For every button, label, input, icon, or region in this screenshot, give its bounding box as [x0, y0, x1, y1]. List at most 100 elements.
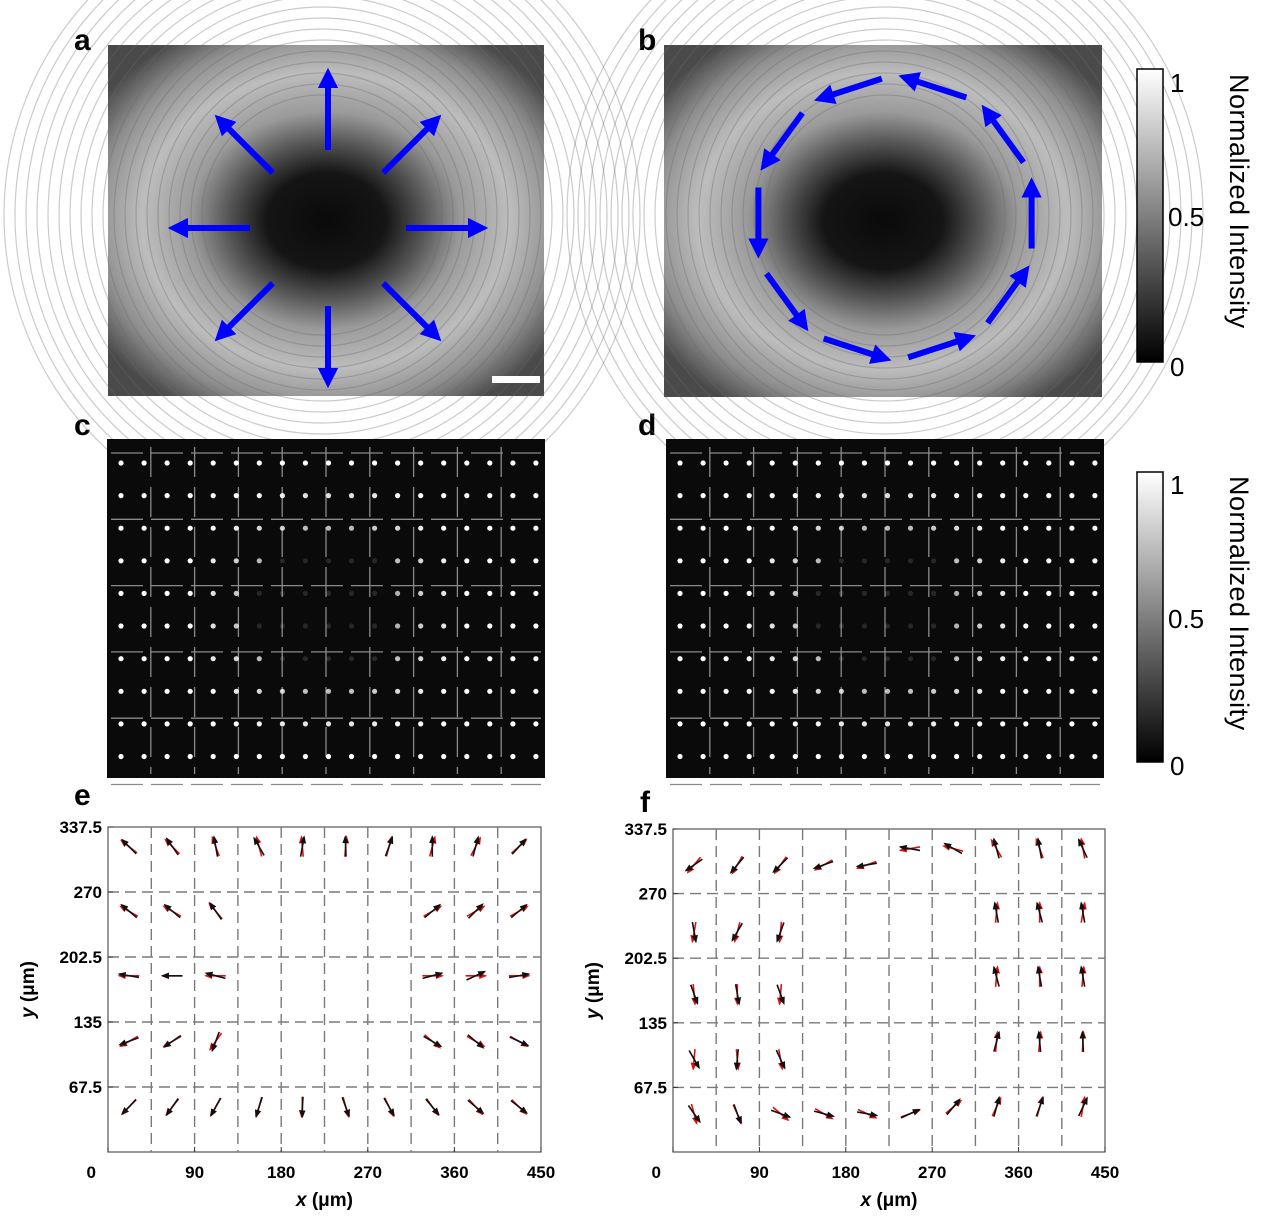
- focal-spot: [838, 623, 845, 629]
- focal-spot: [954, 721, 960, 727]
- black-vector: [689, 984, 699, 1006]
- focal-spot: [1069, 558, 1075, 564]
- focal-spot: [931, 460, 937, 466]
- focal-spot: [256, 721, 262, 727]
- focal-spot: [302, 688, 308, 694]
- focal-spot: [1092, 525, 1098, 531]
- colorbar-tick-half: 0.5: [1168, 202, 1204, 232]
- black-vector: [1079, 965, 1086, 987]
- x-tick-label: 90: [750, 1163, 769, 1182]
- focal-spot: [1069, 460, 1075, 466]
- x-axis-label: x (μm): [859, 1190, 917, 1211]
- x-tick-label: 180: [832, 1163, 860, 1182]
- focal-spot: [792, 721, 798, 727]
- focal-spot: [187, 656, 193, 662]
- focal-spot: [700, 688, 706, 694]
- focal-spot: [533, 721, 539, 727]
- focal-spot: [677, 558, 683, 564]
- focal-spot: [1023, 688, 1029, 694]
- black-vector: [209, 1097, 222, 1117]
- radial-arrow: [381, 114, 442, 175]
- focal-spot: [233, 525, 239, 531]
- focal-spot: [769, 525, 775, 531]
- black-vector: [1077, 838, 1088, 859]
- focal-spot: [1046, 460, 1052, 466]
- focal-spot: [533, 493, 539, 499]
- black-vector: [472, 835, 480, 857]
- focal-spot: [210, 688, 216, 694]
- focal-spot: [395, 688, 401, 694]
- focal-spot: [187, 460, 193, 466]
- focal-spot: [348, 493, 355, 499]
- focal-spot: [279, 590, 285, 597]
- focal-spot: [815, 525, 821, 531]
- black-vector: [734, 984, 742, 1006]
- focal-spot: [792, 525, 798, 531]
- focal-spot: [487, 525, 493, 531]
- focal-spot: [418, 460, 424, 466]
- focal-spot: [1092, 590, 1098, 597]
- black-vector: [510, 1099, 528, 1114]
- focal-spot: [907, 688, 914, 694]
- focal-spot: [533, 656, 539, 662]
- focal-spot: [1023, 525, 1029, 531]
- y-tick-label: 202.5: [59, 948, 102, 967]
- focal-spot: [907, 623, 914, 629]
- focal-spot: [441, 721, 447, 727]
- focal-spot: [907, 753, 914, 760]
- focal-spot: [769, 656, 775, 662]
- focal-spot: [792, 623, 798, 629]
- focal-spot: [372, 525, 378, 531]
- focal-spot: [348, 688, 355, 694]
- black-vector: [687, 1105, 701, 1124]
- ring: [113, 6, 531, 424]
- black-vector: [117, 971, 140, 979]
- focal-spot: [372, 590, 378, 597]
- x-tick-label: 360: [1004, 1163, 1032, 1182]
- focal-spot: [792, 493, 798, 499]
- focal-spot: [302, 558, 308, 564]
- focal-spot: [838, 721, 845, 727]
- focal-spot: [884, 721, 891, 727]
- focal-spot: [279, 688, 285, 694]
- focal-spot: [233, 590, 239, 597]
- black-vector: [120, 838, 137, 855]
- azimuthal-arrow: [985, 265, 1030, 325]
- focal-spot: [325, 688, 332, 694]
- focal-spot: [746, 558, 752, 564]
- black-vector: [165, 837, 179, 856]
- black-vector: [813, 1110, 835, 1118]
- focal-spot: [441, 623, 447, 629]
- focal-spot: [907, 493, 914, 499]
- focal-spot: [533, 525, 539, 531]
- focal-spot: [510, 753, 516, 760]
- focal-spot: [700, 623, 706, 629]
- focal-spot: [441, 590, 447, 597]
- focal-spot: [700, 558, 706, 564]
- panel-label-d: d: [638, 409, 656, 442]
- focal-spot: [884, 688, 891, 694]
- focal-spot: [769, 558, 775, 564]
- black-vector: [120, 903, 138, 919]
- focal-spot: [187, 721, 193, 727]
- y-axis-label: y (μm): [18, 961, 39, 1019]
- focal-spot: [510, 656, 516, 662]
- azimuthal-polarization-arrows: [748, 72, 1042, 364]
- focal-spot: [954, 688, 960, 694]
- focal-spot: [487, 688, 493, 694]
- focal-spot: [1092, 623, 1098, 629]
- focal-spot: [931, 590, 937, 597]
- focal-spot: [1092, 558, 1098, 564]
- radial-arrow: [214, 114, 275, 175]
- black-vector: [511, 838, 527, 855]
- focal-spot: [1046, 688, 1052, 694]
- black-vector: [733, 1049, 741, 1071]
- black-vector: [776, 984, 785, 1006]
- focal-spot: [372, 688, 378, 694]
- focal-spot: [1092, 460, 1098, 466]
- black-vector: [992, 901, 1000, 923]
- colorbar-tick-0: 0: [1170, 751, 1184, 781]
- beam-image-b: [566, 0, 1204, 534]
